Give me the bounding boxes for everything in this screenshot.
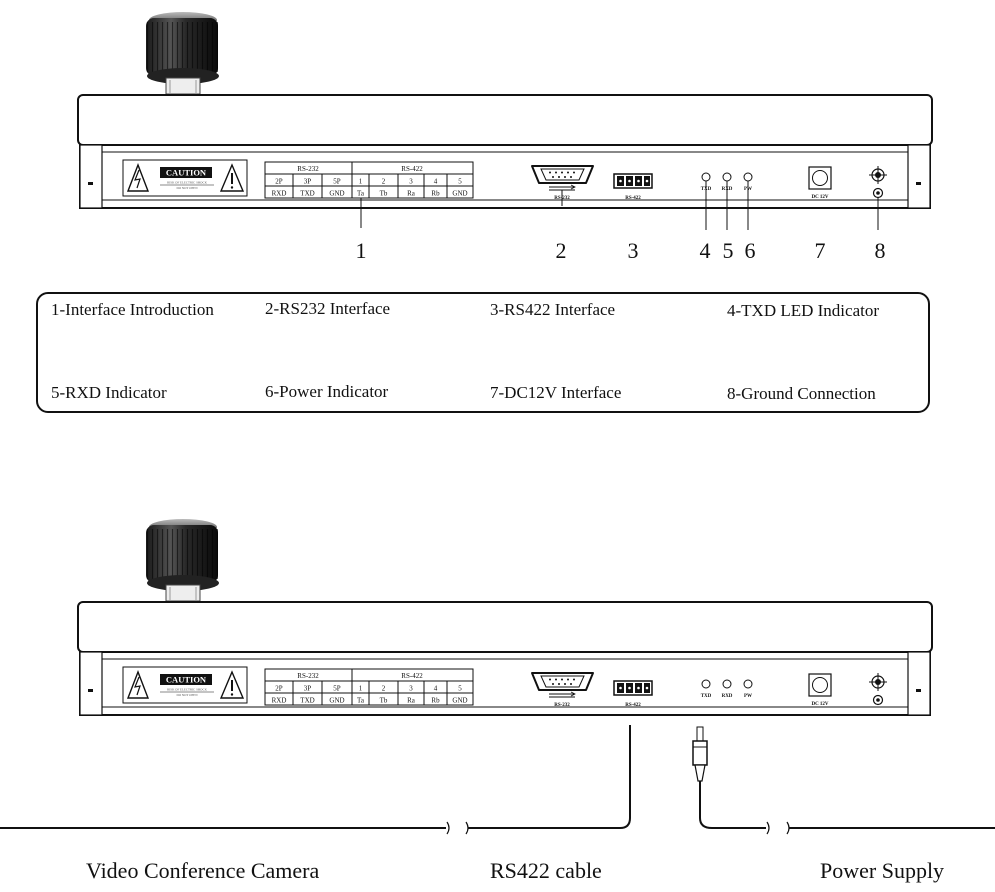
cable-wiring <box>0 725 995 835</box>
legend-item-3: 3-RS422 Interface <box>490 300 616 319</box>
legend-item-7: 7-DC12V Interface <box>490 383 622 402</box>
legend-item-4: 4-TXD LED Indicator <box>727 301 880 320</box>
table-signal-cell: GND <box>452 190 467 198</box>
table-signal-cell: Rb <box>431 697 440 705</box>
table-pin-cell: 4 <box>434 685 438 693</box>
table-signal-cell: Ra <box>407 697 416 705</box>
table-signal-cell: Rb <box>431 190 440 198</box>
table-rs422-title: RS-422 <box>401 672 423 680</box>
table-pin-cell: 2 <box>382 178 386 186</box>
table-signal-cell: Tb <box>380 190 388 198</box>
table-signal-cell: TXD <box>300 190 314 198</box>
table-signal-cell: Ta <box>357 190 365 198</box>
table-pin-cell: 5 <box>458 178 462 186</box>
table-rs232-title: RS-232 <box>297 165 319 173</box>
callout-4: 4 <box>700 238 711 263</box>
callout-2: 2 <box>556 238 567 263</box>
caution-label: CAUTION <box>166 675 207 685</box>
callout-7: 7 <box>815 238 826 263</box>
table-pin-cell: 5P <box>333 178 341 186</box>
table-pin-cell: 5 <box>458 685 462 693</box>
caution-label: CAUTION <box>166 168 207 178</box>
rxd-led-label: RXD <box>722 694 733 699</box>
table-signal-cell: RXD <box>272 697 287 705</box>
table-pin-cell: 4 <box>434 178 438 186</box>
table-pin-cell: 2P <box>275 178 283 186</box>
dc-jack-label: DC 12V <box>811 702 828 707</box>
table-signal-cell: RXD <box>272 190 287 198</box>
legend-item-6: 6-Power Indicator <box>265 382 389 401</box>
table-rs422-title: RS-422 <box>401 165 423 173</box>
legend-item-8: 8-Ground Connection <box>727 384 876 403</box>
callout-numbers: 1 2 3 4 5 6 7 8 <box>356 238 886 263</box>
txd-led-label: TXD <box>701 694 712 699</box>
callout-5: 5 <box>723 238 734 263</box>
table-signal-cell: TXD <box>300 697 314 705</box>
table-pin-cell: 3 <box>409 178 413 186</box>
panel-text-top: CAUTION RISK OF ELECTRIC SHOCK DO NOT OP… <box>166 165 829 201</box>
rs232-port-label: RS-232 <box>554 703 570 708</box>
table-signal-cell: Tb <box>380 697 388 705</box>
pw-led-label: PW <box>744 694 752 699</box>
table-signal-cell: Ra <box>407 190 416 198</box>
legend-item-5: 5-RXD Indicator <box>51 383 167 402</box>
power-plug-icon <box>692 726 708 782</box>
label-video-conference-camera: Video Conference Camera <box>86 858 320 883</box>
legend-item-1: 1-Interface Introduction <box>51 300 214 319</box>
warning-line2: DO NOT OPEN <box>176 186 198 190</box>
warning-line1: RISK OF ELECTRIC SHOCK <box>167 181 207 185</box>
keyboard-unit-top <box>77 11 933 209</box>
table-pin-cell: 5P <box>333 685 341 693</box>
rs422-port-label: RS-422 <box>625 196 641 201</box>
table-signal-cell: GND <box>329 697 344 705</box>
table-rs232-title: RS-232 <box>297 672 319 680</box>
table-signal-cell: GND <box>452 697 467 705</box>
table-pin-cell: 3 <box>409 685 413 693</box>
power-cable <box>699 780 766 829</box>
table-signal-cell: Ta <box>357 697 365 705</box>
rs422-cable <box>468 725 631 829</box>
table-pin-cell: 2P <box>275 685 283 693</box>
table-pin-cell: 2 <box>382 685 386 693</box>
legend-item-2: 2-RS232 Interface <box>265 299 391 318</box>
rs422-port-label: RS-422 <box>625 703 641 708</box>
dc-jack-label: DC 12V <box>811 195 828 200</box>
table-pin-cell: 3P <box>304 685 312 693</box>
warning-line2: DO NOT OPEN <box>176 693 198 697</box>
callout-6: 6 <box>745 238 756 263</box>
warning-line1: RISK OF ELECTRIC SHOCK <box>167 688 207 692</box>
keyboard-unit-bottom <box>77 518 933 716</box>
table-pin-cell: 1 <box>359 685 363 693</box>
callout-leaders <box>360 181 879 230</box>
label-rs422-cable: RS422 cable <box>490 858 602 883</box>
callout-8: 8 <box>875 238 886 263</box>
table-signal-cell: GND <box>329 190 344 198</box>
table-pin-cell: 3P <box>304 178 312 186</box>
legend-box <box>36 292 930 413</box>
table-pin-cell: 1 <box>359 178 363 186</box>
panel-text-bottom: CAUTION RISK OF ELECTRIC SHOCK DO NOT OP… <box>166 672 829 708</box>
callout-3: 3 <box>628 238 639 263</box>
callout-1: 1 <box>356 238 367 263</box>
label-power-supply: Power Supply <box>820 858 945 883</box>
